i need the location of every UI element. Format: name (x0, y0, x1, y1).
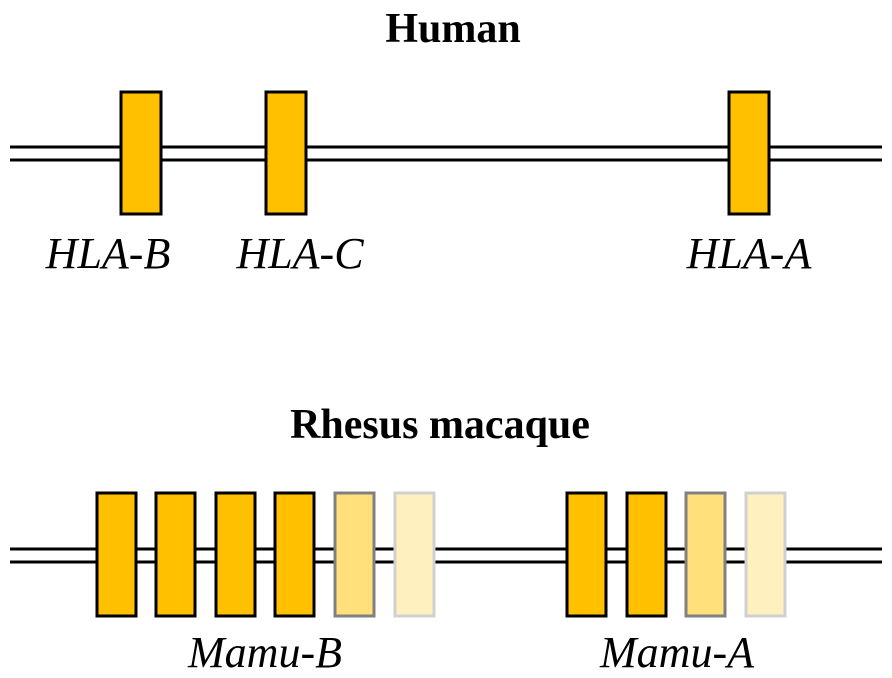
gene-box-mamu-a-4 (744, 491, 787, 618)
gene-box-mamu-a-2 (625, 491, 668, 618)
gene-label-mamu-b: Mamu-B (187, 628, 342, 677)
macaque-title: Rhesus macaque (290, 402, 590, 448)
gene-label-hla-b: HLA-B (45, 229, 171, 278)
gene-box-mamu-a-1 (565, 491, 608, 618)
macaque-panel: Rhesus macaque Mamu-B Mamu-A (10, 402, 882, 677)
gene-box-hla-a (727, 90, 771, 216)
gene-box-hla-c (264, 90, 308, 216)
gene-box-mamu-b-6 (393, 491, 436, 618)
gene-box-mamu-b-5 (333, 491, 376, 618)
gene-label-mamu-a: Mamu-A (599, 628, 755, 677)
gene-box-mamu-a-3 (684, 491, 727, 618)
gene-box-mamu-b-4 (273, 491, 316, 618)
human-title: Human (385, 6, 520, 52)
gene-box-mamu-b-3 (214, 491, 257, 618)
gene-box-mamu-b-2 (154, 491, 197, 618)
gene-box-mamu-b-1 (95, 491, 138, 618)
gene-label-hla-a: HLA-A (686, 229, 813, 278)
gene-box-hla-b (119, 90, 163, 216)
human-panel: Human HLA-B HLA-C HLA-A (10, 6, 882, 278)
gene-label-hla-c: HLA-C (235, 229, 364, 278)
